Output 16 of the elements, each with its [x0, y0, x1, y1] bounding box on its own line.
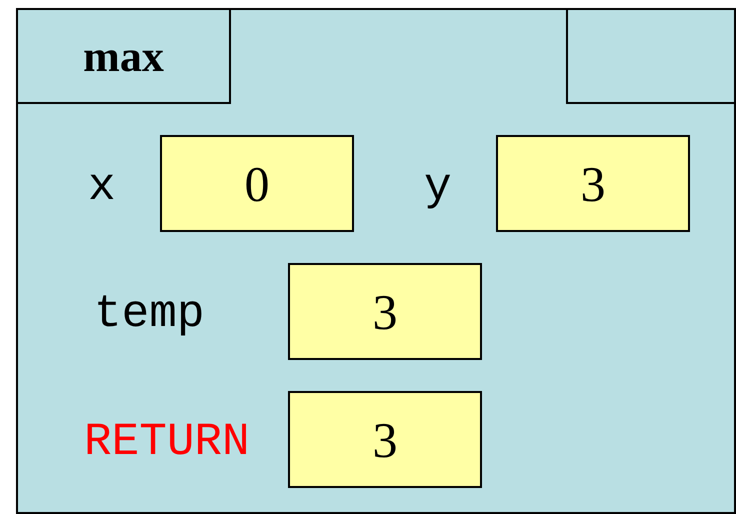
variable-name: x	[88, 164, 116, 210]
variable-name: temp	[94, 291, 204, 337]
frame-name-tab	[18, 10, 231, 104]
return-label: RETURN	[84, 419, 250, 465]
value-box	[288, 391, 482, 488]
value-box	[496, 135, 690, 232]
function-name: max	[83, 30, 164, 82]
value-box	[288, 263, 482, 360]
variable-name: y	[424, 164, 452, 210]
call-frame	[16, 8, 736, 514]
frame-corner-box	[566, 10, 734, 104]
value-text: 3	[580, 154, 606, 212]
value-box	[160, 135, 354, 232]
value-text: 3	[372, 282, 398, 340]
value-text: 0	[244, 154, 270, 212]
value-text: 3	[372, 410, 398, 468]
